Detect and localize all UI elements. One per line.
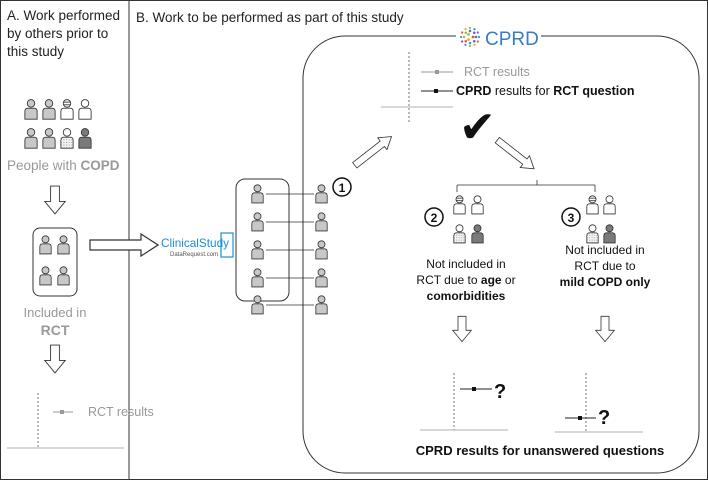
group-3-label-line-3: mild COPD only <box>560 275 651 289</box>
clinicalstudy-logo-subtext: DataRequest.com <box>170 252 218 258</box>
person-icon <box>60 128 74 149</box>
step-1-badge <box>332 177 352 197</box>
person-icon <box>42 99 56 120</box>
group-2-label-line-3: comorbidities <box>427 289 506 303</box>
group-2-forest-plot: ? <box>420 373 508 431</box>
person-icon <box>78 99 92 120</box>
step-3-badge <box>561 207 581 227</box>
cprd-logo: CPRD <box>456 25 541 50</box>
step-2-badge <box>424 207 444 227</box>
cprd-logo-dot <box>473 28 476 31</box>
question-mark-icon: ? <box>494 381 506 403</box>
patient-rows <box>251 184 328 315</box>
group-2-label-line-2: RCT due to age or <box>416 273 515 287</box>
cprd-rct-question-label: CPRD results for RCT question <box>456 84 635 98</box>
subgroup-bracket <box>456 180 596 192</box>
person-icon <box>60 99 74 120</box>
cprd-logo-dot <box>476 31 479 34</box>
clinicalstudy-logo-text: ClinicalStudy <box>161 236 229 250</box>
step-3-number: 3 <box>568 211 575 225</box>
patient-data-box <box>235 178 290 302</box>
cprd-logo-dot <box>468 44 472 48</box>
included-in-label: Included in <box>24 305 87 320</box>
cprd-rct-forest-plot: RCT results CPRD results for RCT questio… <box>381 52 635 152</box>
cprd-logo-dot <box>468 29 472 33</box>
group-3-forest-plot: ? <box>555 373 643 433</box>
cprd-logo-dot <box>473 43 476 46</box>
checkmark-icon: ✔ <box>459 103 496 152</box>
rct-forest-plot: RCT results <box>7 393 154 449</box>
copd-population-icons <box>24 99 92 149</box>
rct-label: RCT <box>41 322 70 338</box>
group-3-label-line-2: RCT due to <box>574 259 635 273</box>
cprd-logo-dot <box>464 39 468 43</box>
cprd-logo-dot <box>464 28 467 31</box>
cprd-logo-dot <box>461 40 464 43</box>
cprd-logo-dot <box>474 35 478 39</box>
arrow-right-icon <box>89 233 159 257</box>
cprd-logo-dot <box>467 33 470 36</box>
arrow-down-icon <box>44 185 66 215</box>
panel-a-title-line-1: A. Work performed <box>7 8 120 23</box>
person-icon <box>24 128 38 149</box>
rct-results-label: RCT results <box>88 405 154 419</box>
group-3-label-line-1: Not included in <box>565 243 644 257</box>
cprd-logo-dot <box>464 31 468 35</box>
cprd-logo-dot <box>459 35 463 39</box>
cprd-logo-mark <box>459 26 481 48</box>
panel-a-title-line-3: this study <box>7 44 64 59</box>
person-icon <box>78 128 92 149</box>
question-mark-icon: ? <box>598 407 610 429</box>
cprd-logo-dot <box>464 43 467 46</box>
cprd-logo-dot <box>477 35 481 39</box>
cprd-logo-dot <box>462 35 466 39</box>
cprd-logo-dot <box>472 31 476 35</box>
rct-results-label: RCT results <box>464 65 530 79</box>
arrow-down-icon <box>44 344 66 374</box>
cprd-logo-dot <box>461 31 464 34</box>
panel-b: B. Work to be performed as part of this … <box>89 10 700 474</box>
person-icon <box>24 99 38 120</box>
panel-a-title-line-2: by others prior to <box>7 26 108 41</box>
rct-cohort-box <box>32 227 78 297</box>
person-icon <box>42 128 56 149</box>
clinicalstudy-logo: ClinicalStudy DataRequest.com <box>161 232 234 258</box>
cprd-logo-dot <box>468 41 472 45</box>
panel-b-title: B. Work to be performed as part of this … <box>136 10 404 25</box>
panel-a: A. Work performed by others prior to thi… <box>7 8 154 449</box>
group-2-label-line-1: Not included in <box>426 257 505 271</box>
cprd-logo-dot <box>476 40 479 43</box>
unanswered-questions-label: CPRD results for unanswered questions <box>416 443 665 458</box>
cprd-logo-text: CPRD <box>485 29 539 50</box>
cprd-logo-dot <box>467 38 470 41</box>
cprd-logo-dot <box>468 26 472 30</box>
cprd-logo-dot <box>471 35 475 39</box>
step-1-number: 1 <box>339 181 346 195</box>
cprd-logo-dot <box>472 39 476 43</box>
step-2-number: 2 <box>431 211 438 225</box>
copd-population-label: People with COPD <box>7 158 120 173</box>
